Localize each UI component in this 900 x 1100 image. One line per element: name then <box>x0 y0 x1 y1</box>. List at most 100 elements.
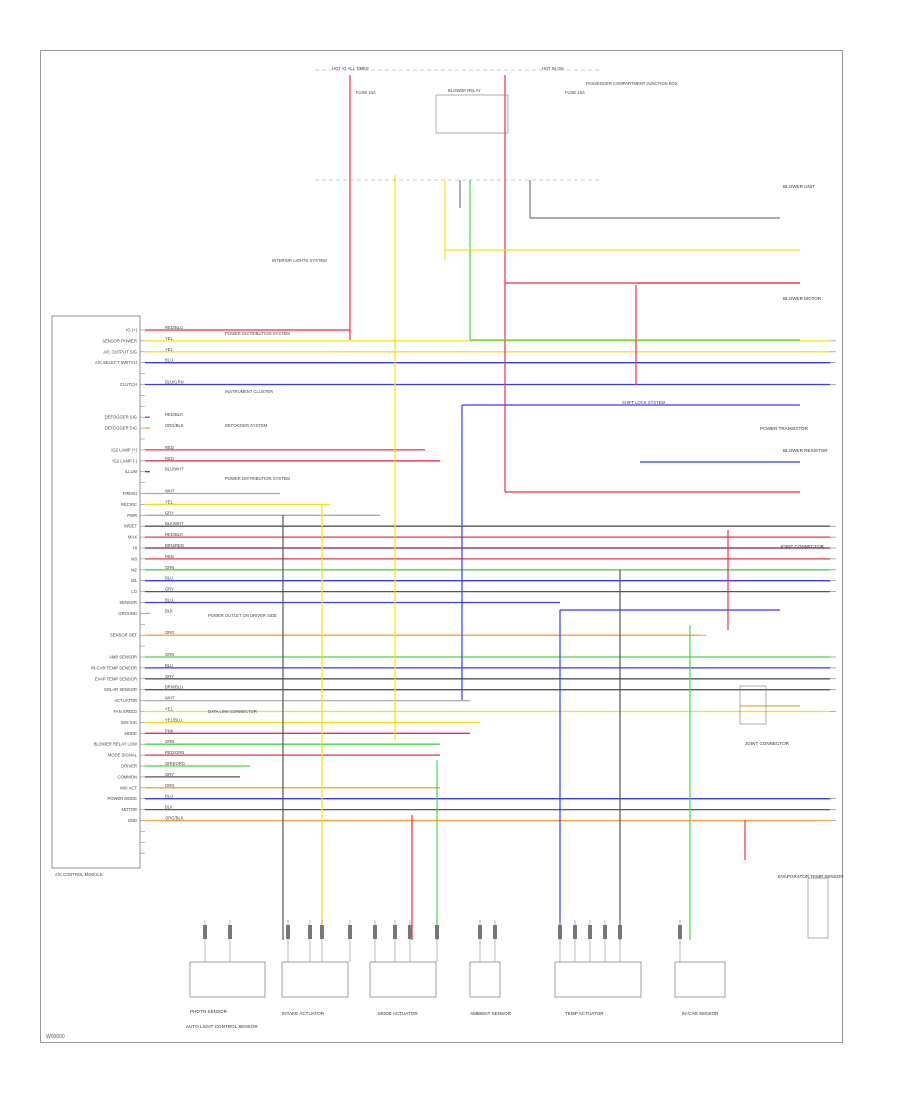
right-joint2: JOINT CONNECTOR <box>745 741 790 746</box>
terminal <box>478 925 482 939</box>
wire-color-label: YEL <box>165 336 174 341</box>
pin-label: IN-CAR TEMP SENSOR <box>91 665 137 670</box>
pin-label: SENSOR SET <box>110 633 137 638</box>
pin-label: MIX SIG <box>121 720 137 725</box>
pin-label: ILLUM <box>125 469 138 474</box>
bottom-autolight: AUTO LIGHT CONTROL SENSOR <box>186 1024 258 1029</box>
terminal <box>308 925 312 939</box>
bottom-components <box>189 920 726 998</box>
wire-color-label: RED <box>165 456 174 461</box>
note-datalink: DATA LINK CONNECTOR <box>208 709 257 714</box>
wire-color-label: ORG <box>165 783 175 788</box>
right-blower-motor: BLOWER MOTOR <box>783 296 822 301</box>
terminal <box>588 925 592 939</box>
component-box <box>189 961 266 998</box>
pin-label: ACTUATOR <box>114 698 137 703</box>
wire-color-label: BLU <box>165 794 173 799</box>
bottom-temp: TEMP ACTUATOR <box>565 1011 604 1016</box>
pin-label: RECIRC <box>121 502 137 507</box>
fuse2-label: FUSE 15A <box>565 90 585 95</box>
wire-color-label: YEL/BLU <box>165 717 182 722</box>
pin-label: SOLAR SENSOR <box>104 687 137 692</box>
wire-color-label: ORG <box>165 630 175 635</box>
wire-color-label: BLU <box>165 576 173 581</box>
wire-color-label: BLK <box>165 805 173 810</box>
wire-color-label: WHT <box>165 489 175 494</box>
pin-label: DEFOGGER SIG <box>105 415 137 420</box>
module-name: A/C CONTROL MODULE <box>55 872 103 877</box>
wire-color-label: GRN <box>165 565 174 570</box>
pin-label: IG2 LAMP (+) <box>111 447 137 452</box>
wire-color-label: GRY <box>165 772 174 777</box>
bottom-intake: INTAKE ACTUATOR <box>282 1011 325 1016</box>
right-blower-unit: BLOWER UNIT <box>783 184 815 189</box>
pin-label: POWER MODE <box>107 796 137 801</box>
pin-label: MIX ACT <box>120 785 137 790</box>
terminal <box>493 925 497 939</box>
wire-color-label: YEL <box>165 707 174 712</box>
terminal <box>558 925 562 939</box>
pin-label: MODE <box>124 731 137 736</box>
terminal <box>408 925 412 939</box>
terminal <box>573 925 577 939</box>
wire-color-label: BLU/GRN <box>165 380 184 385</box>
note-defogger: DEFOGGER SYSTEM <box>225 423 268 428</box>
wire-color-label: BLK/WHT <box>165 521 184 526</box>
terminal <box>603 925 607 939</box>
diagram-frame <box>40 50 843 1043</box>
wire-color-label: WHT <box>165 696 175 701</box>
wire-color-label: GRN/ORG <box>165 761 185 766</box>
pin-label: SENSOR POWER <box>102 338 137 343</box>
wire-color-label: BRN/RED <box>165 543 184 548</box>
terminal <box>286 925 290 939</box>
component-box <box>554 961 642 998</box>
pin-label: COMMON <box>117 774 137 779</box>
component-box <box>369 961 437 998</box>
wire-color-label: PNK <box>165 728 174 733</box>
pin-label: FRESH <box>123 491 137 496</box>
ac-control-module <box>51 315 141 869</box>
terminal <box>618 925 622 939</box>
wire-color-label: RED/GRN <box>165 750 184 755</box>
wire-color-label: RED/BLU <box>165 325 183 330</box>
bottom-photo: PHOTO SENSOR <box>190 1009 228 1014</box>
wire-color-label: GRN <box>165 652 174 657</box>
pin-label: SENSOR <box>119 600 137 605</box>
wire-color-label: BLU/WHT <box>165 467 184 472</box>
pin-label: EVAP TEMP SENSOR <box>95 676 137 681</box>
junction-box-label: PASSENGER COMPARTMENT JUNCTION BOX <box>586 81 678 86</box>
terminal <box>373 925 377 939</box>
pin-label: GND <box>128 818 137 823</box>
pin-label: FAN SPEED <box>113 709 137 714</box>
wire-color-label: GRN <box>165 739 174 744</box>
evap-sensor-box <box>807 877 829 939</box>
wire-color-label: RED <box>165 554 174 559</box>
wire-color-label: ORG/BLK <box>165 816 184 821</box>
terminal <box>435 925 439 939</box>
pin-label: CLUTCH <box>120 382 137 387</box>
wire-color-label: BLK <box>165 608 173 613</box>
joint-connector-box <box>739 685 767 725</box>
relay-label: BLOWER RELAY <box>448 88 481 93</box>
pin-label: M1 <box>131 578 137 583</box>
wire-color-label: GRY <box>165 510 174 515</box>
component-box <box>674 961 726 998</box>
wire-color-label: BLU <box>165 358 173 363</box>
pin-label: DEFOGGER SIG <box>105 426 137 431</box>
terminal <box>678 925 682 939</box>
wire-color-label: ORG/BLK <box>165 423 184 428</box>
pin-label: A/C OUTPUT SIG <box>103 349 137 354</box>
note-fuse: POWER OUTLET ON DRIVER SIDE <box>208 613 277 618</box>
pin-label: MAX <box>128 535 137 540</box>
pin-label: HI <box>133 546 137 551</box>
pin-label: MOTOR <box>121 807 137 812</box>
wire-color-label: BLU <box>165 598 173 603</box>
pin-label: MODE SIGNAL <box>108 753 138 758</box>
wire-color-label: BLU <box>165 663 173 668</box>
note-power2: POWER DISTRIBUTION SYSTEM <box>225 476 290 481</box>
right-power-tr: POWER TRANSISTOR <box>760 426 809 431</box>
terminal <box>348 925 352 939</box>
pin-label: M3 <box>131 556 137 561</box>
